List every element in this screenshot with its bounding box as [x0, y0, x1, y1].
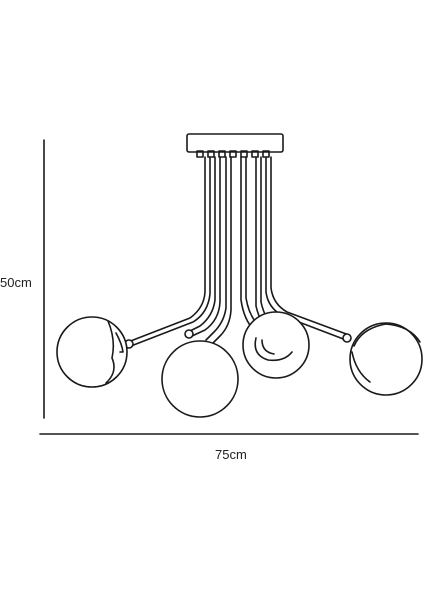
globe-left	[56, 316, 128, 388]
globe-front-left	[161, 340, 239, 418]
lamp-arms	[127, 156, 350, 347]
height-dimension-label: 50cm	[0, 275, 32, 290]
ceiling-canopy	[186, 133, 284, 153]
globe-inner	[242, 311, 310, 379]
width-dimension-label: 75cm	[215, 447, 247, 462]
globe-right	[349, 322, 423, 396]
arm-sockets	[124, 329, 352, 349]
